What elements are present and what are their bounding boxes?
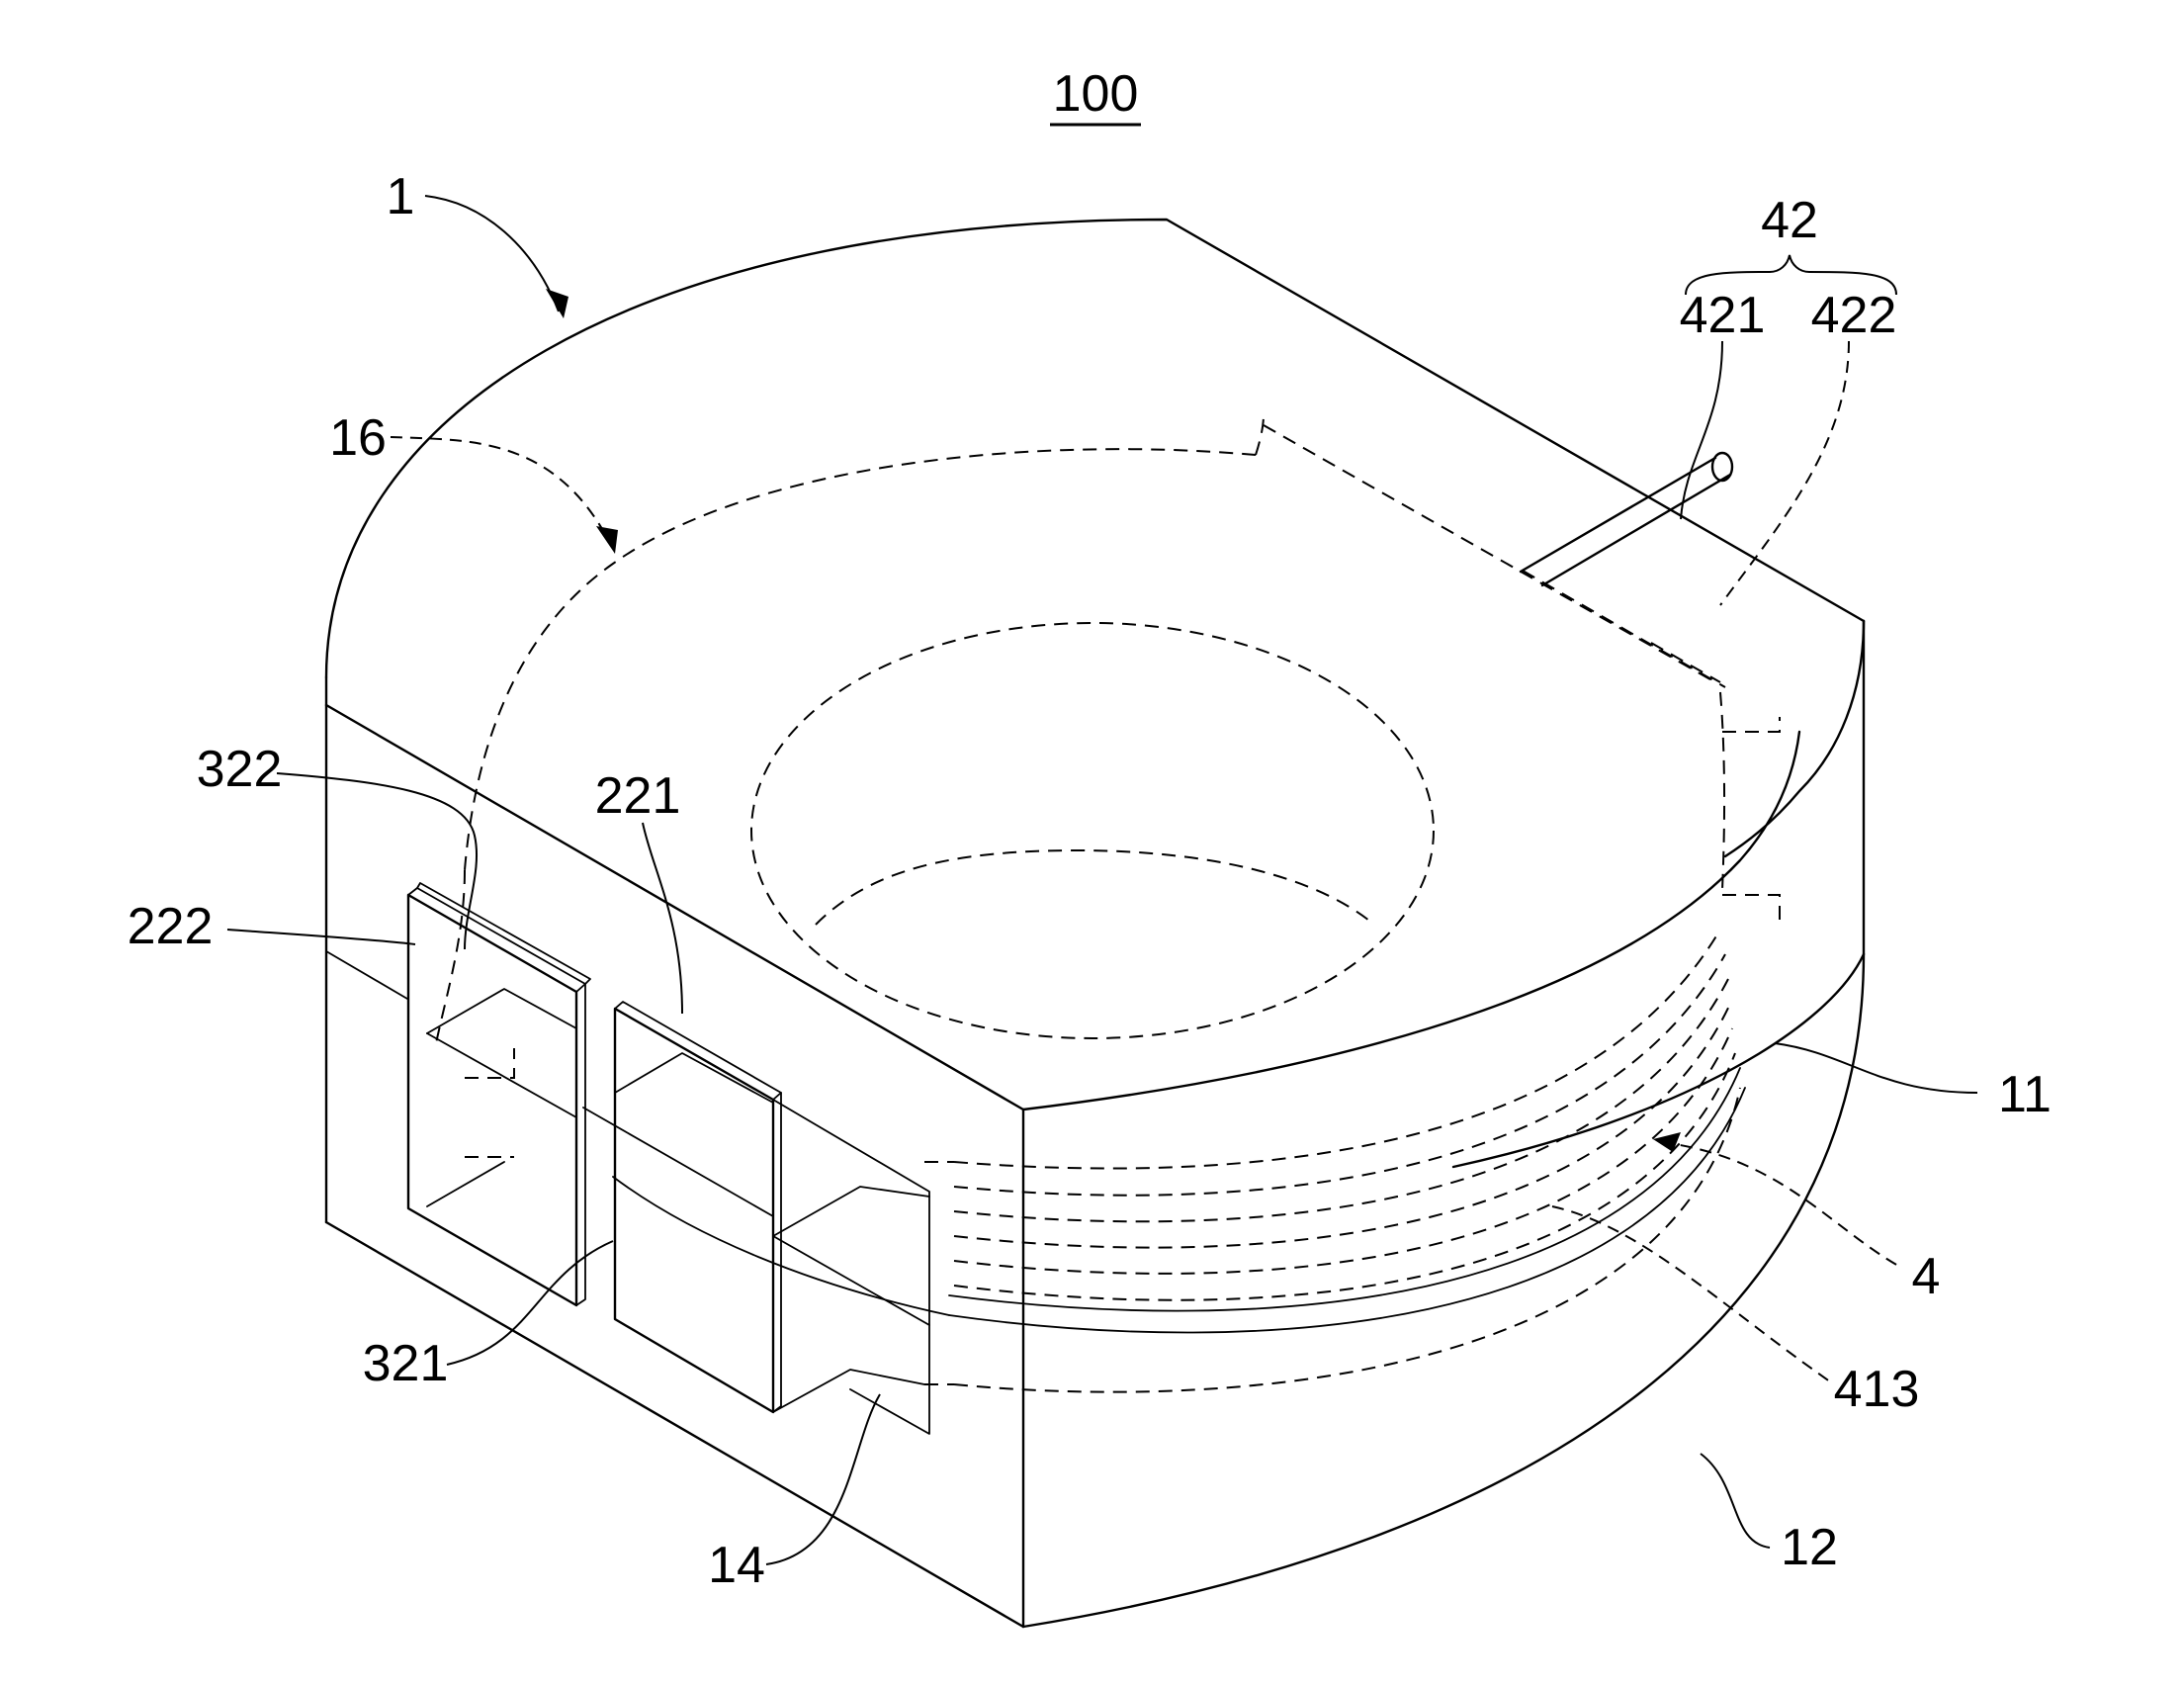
label-16: 16: [329, 409, 387, 467]
core-body: [326, 220, 1864, 1627]
label-222: 222: [128, 898, 214, 955]
label-14: 14: [708, 1537, 765, 1594]
label-12: 12: [1781, 1519, 1838, 1576]
reference-labels: 1 16 42 421 422 322 221 222 11 4 413 321…: [128, 168, 2052, 1594]
label-321: 321: [363, 1335, 449, 1392]
hidden-features: [435, 415, 1780, 1392]
label-322: 322: [197, 741, 283, 798]
figure-title: 100: [1053, 65, 1139, 123]
label-4: 4: [1912, 1248, 1941, 1305]
label-1: 1: [387, 168, 415, 225]
clip-bracket-221: [583, 1002, 929, 1434]
leader-lines: [227, 196, 1977, 1564]
label-413: 413: [1834, 1361, 1920, 1418]
terminal-pin-421: [1521, 453, 1732, 585]
label-42: 42: [1761, 192, 1818, 249]
label-11: 11: [1998, 1066, 2052, 1123]
label-421: 421: [1680, 287, 1766, 344]
clip-bracket-222: [408, 883, 590, 1305]
label-221: 221: [595, 767, 681, 825]
label-422: 422: [1811, 287, 1897, 344]
coil-outline: [613, 1068, 1745, 1333]
